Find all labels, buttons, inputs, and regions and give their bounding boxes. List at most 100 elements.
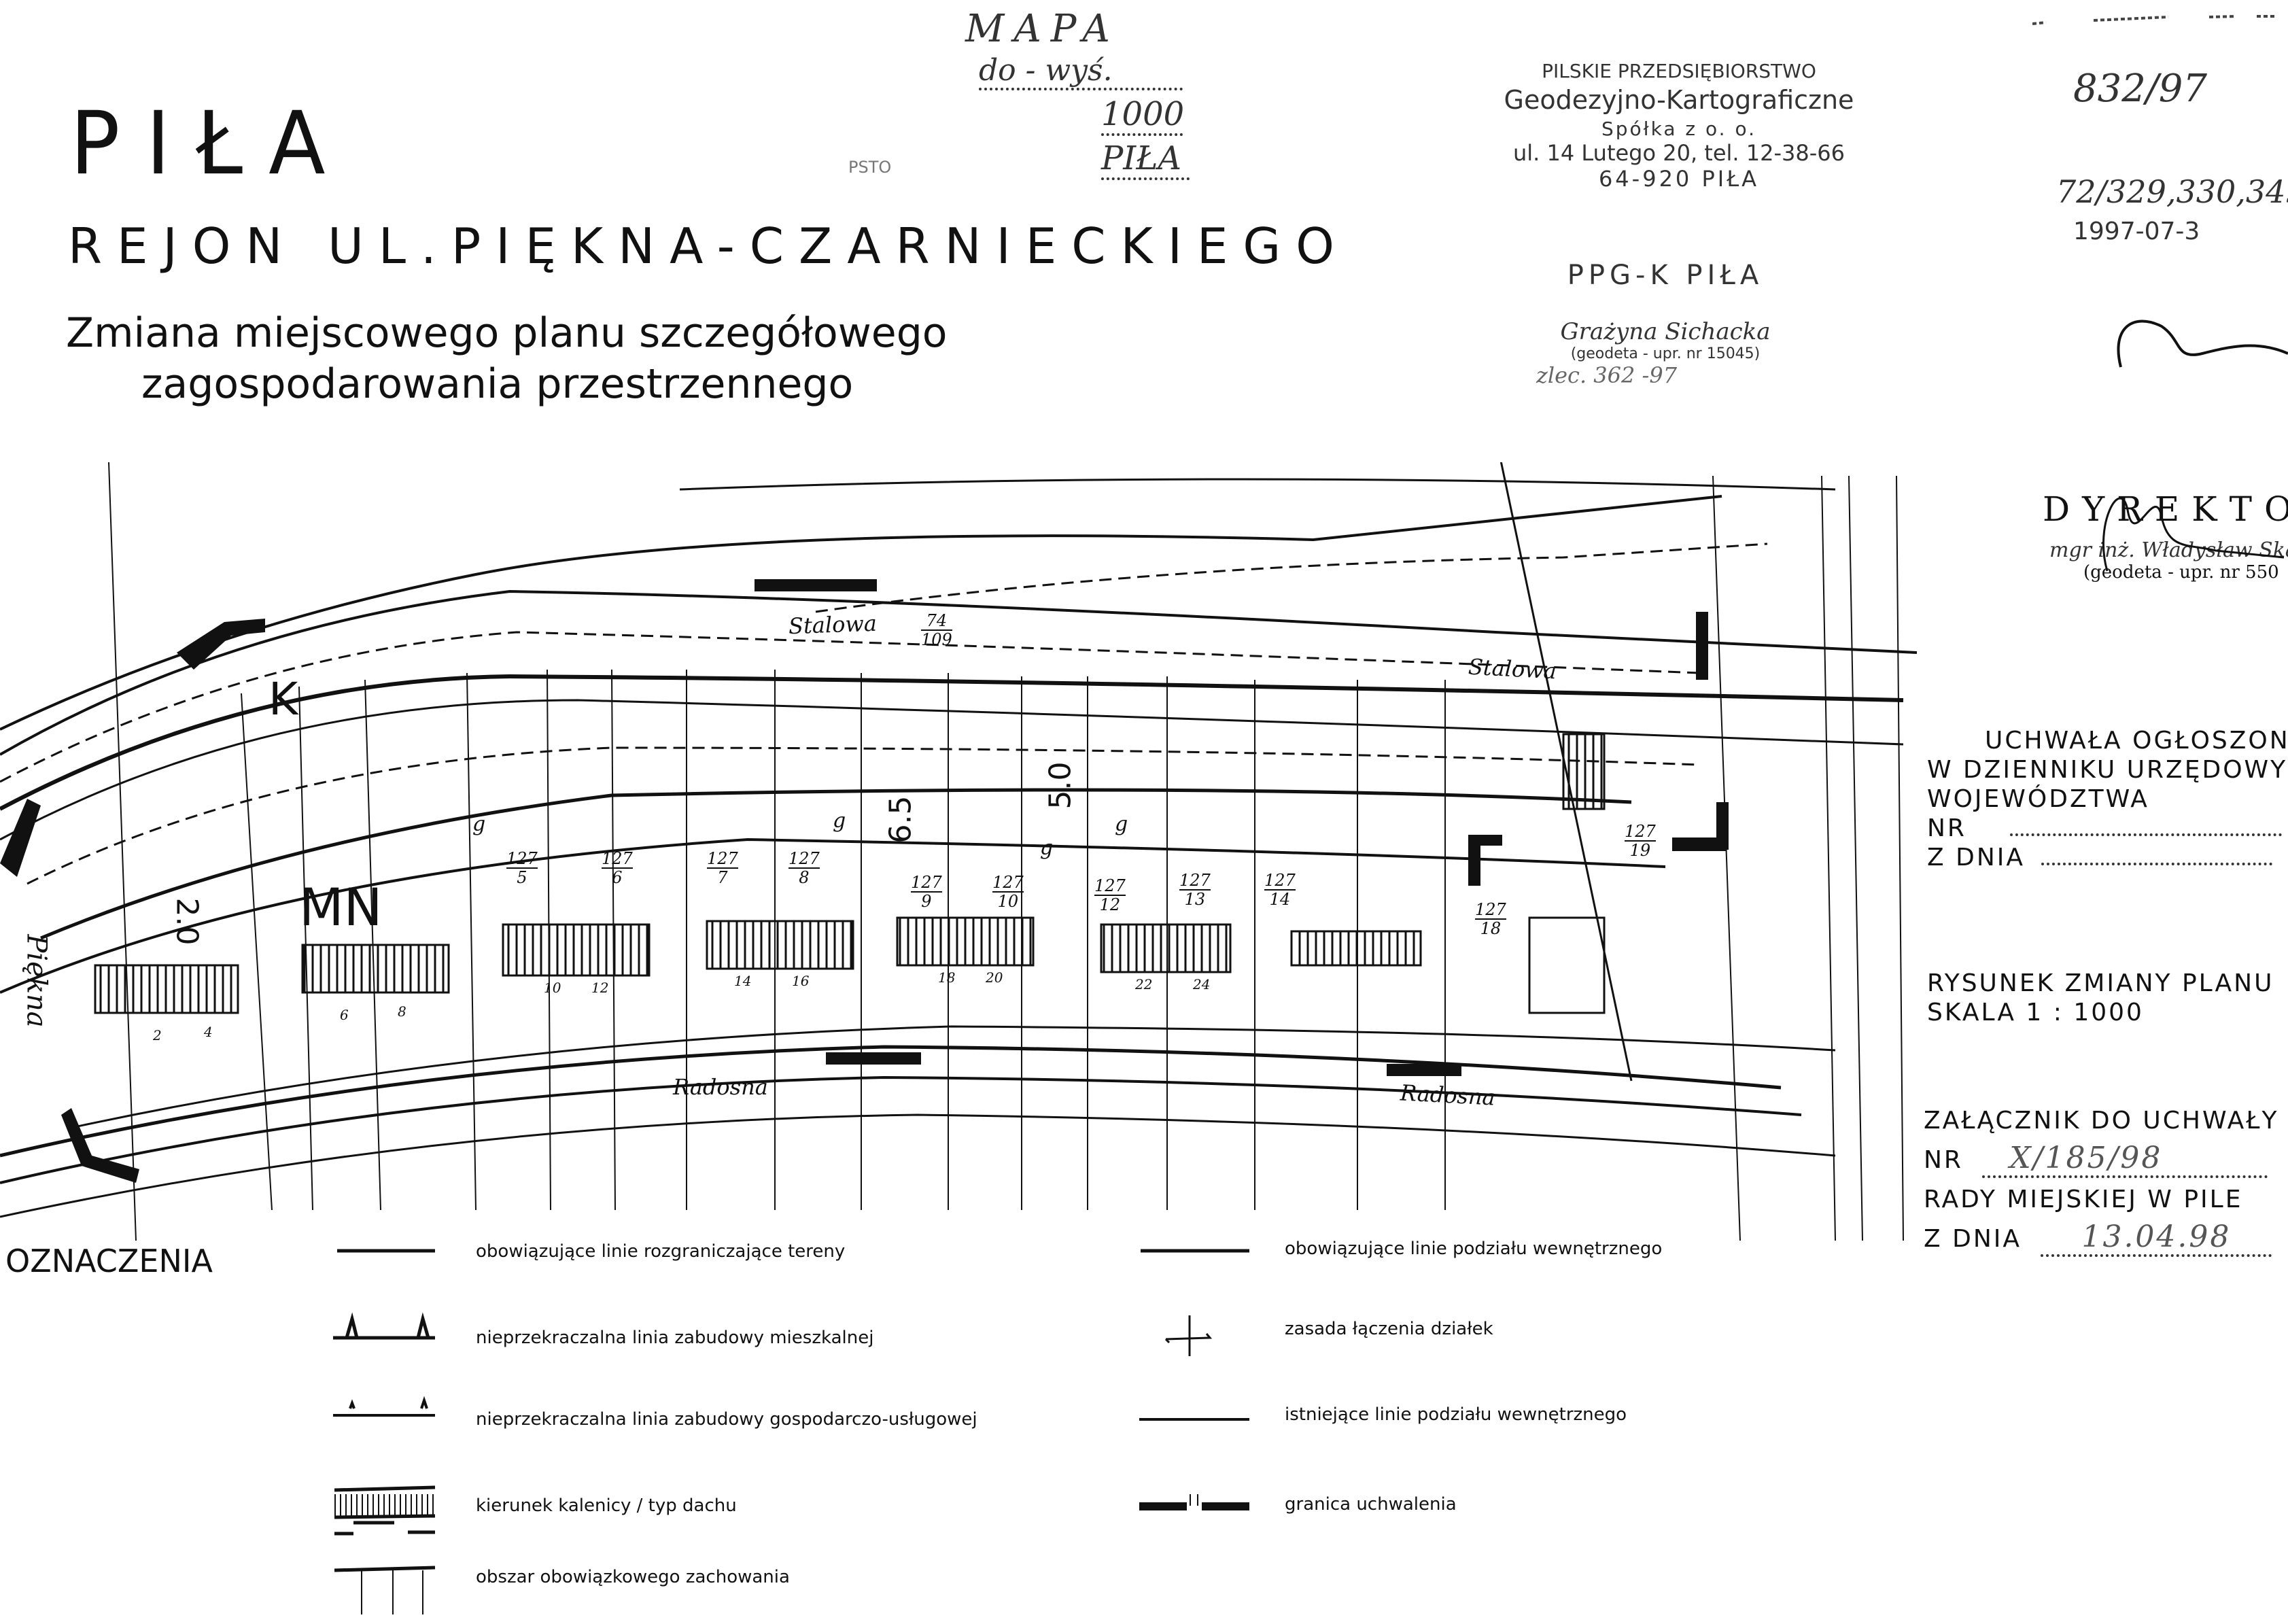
surveyor-stamp-title: PPG-K PIŁA (1567, 260, 1764, 291)
surveyor-order: zlec. 362 -97 (1536, 362, 1678, 388)
legend-item: obowiązujące linie rozgraniczające teren… (476, 1241, 846, 1262)
map-stamp: MAPA do - wyś. 1000 PIŁA (965, 7, 1190, 184)
street-lines (0, 462, 1918, 1218)
garage-label: g (833, 809, 846, 833)
legend-item: istniejące linie podziału wewnętrznego (1285, 1404, 1627, 1425)
drawing-title: RYSUNEK ZMIANY PLANU (1927, 969, 2274, 997)
announcement-line-3: WOJEWÓDZTWA (1927, 785, 2149, 813)
registry-date: 1997-07-3 (2073, 218, 2200, 245)
legend-item: granica uchwalenia (1285, 1494, 1457, 1515)
announcement-nr: NR (1927, 814, 2288, 843)
house-number: 10 (544, 980, 561, 996)
annex-council: RADY MIEJSKIEJ W PILE (1924, 1186, 2243, 1213)
legend-item: nieprzekraczalna linia zabudowy mieszkal… (476, 1328, 874, 1348)
street-radosna-label-2: Radosna (1400, 1079, 1496, 1111)
house-number: 22 (1135, 976, 1153, 992)
registry-number: 832/97 (2073, 67, 2208, 111)
surveyor-license: (geodeta - upr. nr 15045) (1570, 345, 1761, 362)
house-number: 18 (938, 969, 956, 986)
company-line-1: PILSKIE PRZEDSIĘBIORSTWO (1542, 60, 1816, 82)
legend-item: kierunek kalenicy / typ dachu (476, 1496, 737, 1516)
announcement-line-2: W DZIENNIKU URZĘDOWYM (1927, 756, 2288, 784)
legend-resolution-boundary-icon (1139, 1494, 1249, 1510)
annex-date-value: 13.04.98 (2041, 1220, 2272, 1257)
company-line-5: 64-920 PIŁA (1598, 166, 1760, 192)
announcement-date: Z DNIA (1927, 843, 2288, 872)
annex-nr: NR X/185/98 (1924, 1141, 2278, 1180)
house-number: 14 (734, 973, 752, 989)
director-name: mgr inż. Władysław Skaw (2049, 538, 2288, 562)
dimension-6-5: 6.5 (883, 795, 918, 844)
company-line-4: ul. 14 Lutego 20, tel. 12-38-66 (1512, 140, 1845, 166)
map-stamp-scale: 1000 (1101, 95, 1184, 136)
house-number: 20 (986, 969, 1003, 986)
stamp-border-icon (2032, 15, 2277, 25)
legend-item: nieprzekraczalna linia zabudowy gospodar… (476, 1409, 977, 1430)
signature-icon (2117, 319, 2288, 368)
boundary-marks (0, 579, 1729, 1183)
plan-map (0, 462, 1918, 1241)
registry-parcels: 72/329,330,349,35 (2056, 173, 2288, 210)
company-line-3: Spółka z o. o. (1601, 118, 1756, 140)
annex-title: ZAŁĄCZNIK DO UCHWAŁY (1924, 1107, 2279, 1135)
announcement-line-1: UCHWAŁA OGŁOSZON (1985, 727, 2288, 755)
surveyor-name: Grażyna Sichacka (1560, 318, 1771, 345)
zone-k-label: K (268, 673, 298, 725)
garage-label: g (1040, 836, 1054, 860)
annex-nr-value: X/185/98 (1982, 1141, 2268, 1178)
garage-label: g (472, 812, 486, 836)
dimension-5-0: 5.0 (1043, 761, 1078, 810)
house-number: 4 (204, 1024, 213, 1040)
legend-preservation-icon (334, 1566, 436, 1614)
legend-title: OZNACZENIA (5, 1243, 213, 1279)
buildings (94, 733, 1606, 1014)
legend-symbols-right (1139, 1249, 1249, 1510)
garage-label: g (1115, 812, 1128, 836)
drawing-block: RYSUNEK ZMIANY PLANU SKALA 1 : 1000 (1927, 969, 2274, 1027)
company-line-2: Geodezyjno-Kartograficzne (1504, 85, 1854, 115)
subtitle-line-1: Zmiana miejscowego planu szczegółowego (66, 309, 948, 357)
legend-item: obowiązujące linie podziału wewnętrznego (1285, 1239, 1663, 1259)
street-stalowa-label: Stalowa (788, 610, 878, 640)
legend-commercial-line-icon (333, 1396, 435, 1417)
subtitle-line-2: zagospodarowania przestrzennego (141, 360, 854, 408)
director-license: (geodeta - upr. nr 550 (2083, 562, 2279, 583)
company-stamp: PILSKIE PRZEDSIĘBIORSTWO Geodezyjno-Kart… (1482, 60, 1876, 192)
house-number: 24 (1193, 976, 1211, 992)
house-number: 12 (591, 980, 609, 996)
city-title: PIŁA (70, 92, 351, 194)
house-number: 16 (792, 973, 810, 989)
legend-item: obszar obowiązkowego zachowania (476, 1567, 790, 1587)
map-stamp-line1: do - wyś. (979, 53, 1183, 90)
street-piekna-label: Piękna (20, 934, 52, 1028)
house-number: 6 (340, 1007, 349, 1023)
legend-roof-icon (334, 1485, 436, 1536)
street-radosna-label: Radosna (673, 1074, 768, 1100)
annex-block: ZAŁĄCZNIK DO UCHWAŁY NR X/185/98 RADY MI… (1924, 1101, 2278, 1259)
director-title: DYREKTOR (2043, 489, 2288, 529)
map-stamp-side: PSTO (848, 158, 892, 177)
director-stamp: DYREKTOR mgr inż. Władysław Skaw (geodet… (2043, 489, 2288, 583)
legend-residential-line-icon (333, 1312, 435, 1340)
dimension-2-0: 2.0 (169, 897, 205, 946)
dashed-lines (0, 542, 1768, 885)
legend-plot-merge-icon (1164, 1315, 1213, 1356)
director-signature-icon (2102, 497, 2285, 572)
house-number: 8 (398, 1003, 406, 1020)
zone-mn-label: MN (299, 877, 383, 937)
map-stamp-title: MAPA (965, 7, 1120, 51)
legend-symbols-left (333, 1249, 436, 1614)
annex-date: Z DNIA 13.04.98 (1924, 1220, 2278, 1259)
